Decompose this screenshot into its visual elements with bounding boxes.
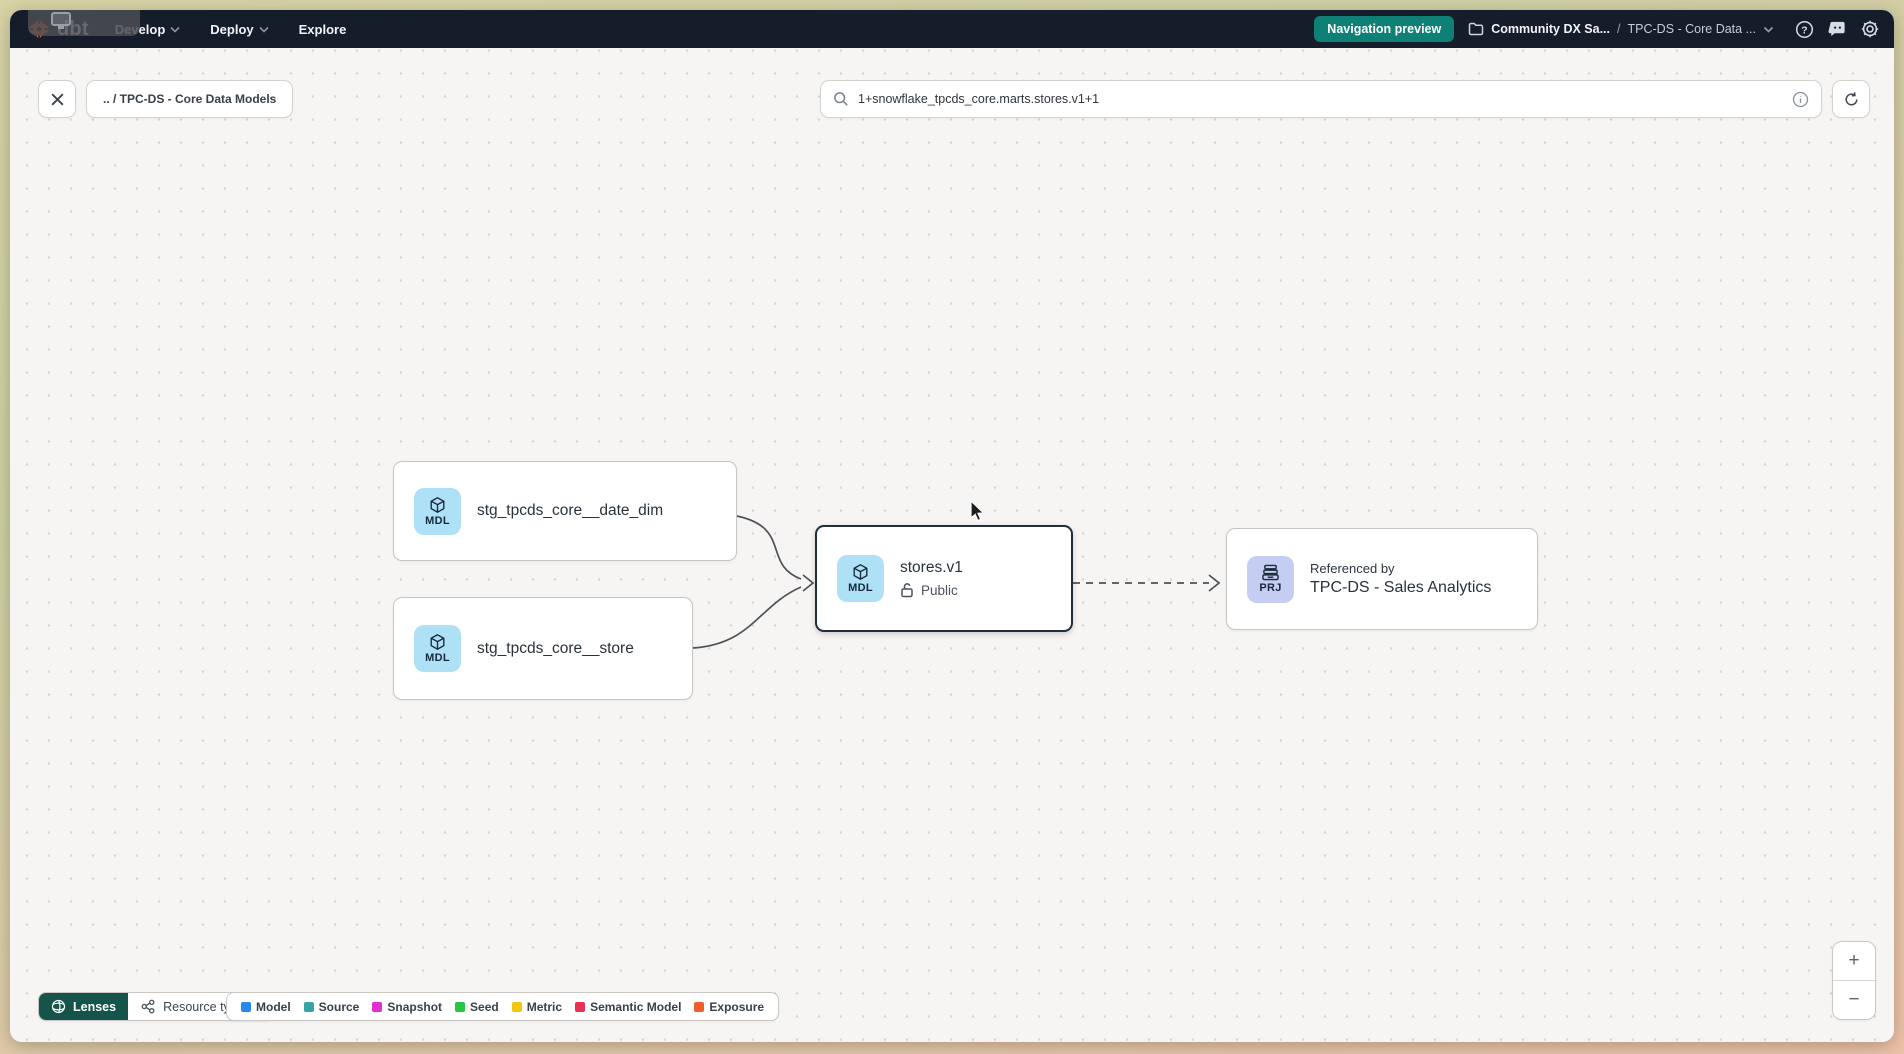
zoom-in-button[interactable]: + xyxy=(1833,942,1875,980)
legend-item-semantic-model: Semantic Model xyxy=(575,1000,681,1014)
zoom-out-button[interactable]: − xyxy=(1833,981,1875,1019)
legend-swatch xyxy=(694,1001,705,1012)
project-badge: PRJ xyxy=(1247,555,1294,603)
legend-item-exposure: Exposure xyxy=(694,1000,764,1014)
lenses-button[interactable]: Lenses xyxy=(39,993,129,1020)
legend-label: Semantic Model xyxy=(590,999,682,1014)
nav-item-deploy[interactable]: Deploy xyxy=(210,21,269,37)
app-window: dbt Develop Deploy Explore Navigation pr… xyxy=(10,10,1894,1042)
monitor-icon xyxy=(51,12,71,29)
cube-icon xyxy=(853,564,868,580)
badge-label: MDL xyxy=(425,514,450,527)
svg-text:?: ? xyxy=(1801,25,1807,36)
cube-icon xyxy=(430,634,445,650)
badge-label: PRJ xyxy=(1259,582,1282,594)
breadcrumb-page[interactable]: TPC-DS - Core Data ... xyxy=(1627,22,1757,36)
screen-capture-tab xyxy=(28,10,140,36)
lineage-scope-chip[interactable]: .. / TPC-DS - Core Data Models xyxy=(86,80,294,118)
legend-swatch xyxy=(372,1001,383,1012)
model-badge: MDL xyxy=(414,625,461,672)
chevron-down-icon[interactable] xyxy=(1763,26,1774,33)
nav-item-deploy-label: Deploy xyxy=(210,21,254,37)
access-label: Public xyxy=(921,582,958,598)
archive-stack-icon xyxy=(1262,564,1279,581)
cube-icon xyxy=(430,496,445,513)
legend-label: Exposure xyxy=(709,999,765,1014)
breadcrumb-project[interactable]: Community DX Sa... xyxy=(1491,22,1611,36)
nav-item-explore-label: Explore xyxy=(298,21,347,37)
model-badge: MDL xyxy=(837,555,884,602)
legend-swatch xyxy=(303,1001,314,1012)
chevron-down-icon xyxy=(259,26,269,33)
info-icon[interactable] xyxy=(1792,91,1809,108)
node-text-block: stores.v1 Public xyxy=(900,559,963,598)
badge-label: MDL xyxy=(848,582,873,594)
project-node-tpcds-sales-analytics[interactable]: PRJ Referenced by TPC-DS - Sales Analyti… xyxy=(1226,528,1538,630)
badge-label: MDL xyxy=(425,652,450,664)
help-icon[interactable]: ? xyxy=(1794,19,1814,39)
lens-aperture-icon xyxy=(51,999,66,1014)
node-pretitle: Referenced by xyxy=(1310,561,1395,576)
refresh-icon xyxy=(1844,91,1858,105)
resource-type-legend: Model Source Snapshot Seed Metric Semant… xyxy=(226,992,780,1021)
node-title: TPC-DS - Sales Analytics xyxy=(1310,579,1492,596)
nav-item-explore[interactable]: Explore xyxy=(299,22,347,37)
chevron-down-icon xyxy=(170,26,180,33)
zoom-controls: + − xyxy=(1832,941,1876,1020)
node-title: stores.v1 xyxy=(900,559,963,576)
navigation-preview-badge[interactable]: Navigation preview xyxy=(1314,16,1455,42)
feedback-icon[interactable] xyxy=(1827,19,1847,39)
breadcrumb: Community DX Sa... / TPC-DS - Core Data … xyxy=(1468,22,1774,36)
navbar-icon-group: ? xyxy=(1794,19,1880,39)
resource-nodes-icon xyxy=(141,999,155,1014)
selector-input[interactable] xyxy=(858,92,1783,106)
node-title: stg_tpcds_core__date_dim xyxy=(477,502,664,519)
refresh-button[interactable] xyxy=(1832,80,1870,118)
legend-swatch xyxy=(241,1001,251,1012)
breadcrumb-separator: / xyxy=(1617,22,1621,36)
folder-icon xyxy=(1468,22,1484,36)
model-badge: MDL xyxy=(414,487,461,535)
node-text-block: Referenced by TPC-DS - Sales Analytics xyxy=(1310,561,1491,597)
model-node-stg-tpcds-core-date-dim[interactable]: MDL stg_tpcds_core__date_dim xyxy=(393,461,737,561)
resource-type-label: Resource type xyxy=(163,999,244,1014)
lineage-canvas[interactable]: .. / TPC-DS - Core Data Models MDL stg_t… xyxy=(10,48,1894,1042)
model-node-stg-tpcds-core-store[interactable]: MDL stg_tpcds_core__store xyxy=(393,597,693,700)
legend-label: Snapshot xyxy=(387,999,443,1014)
node-access-row: Public xyxy=(900,582,963,598)
legend-swatch xyxy=(511,1001,522,1012)
lock-open-icon xyxy=(901,583,913,598)
legend-label: Metric xyxy=(526,999,563,1014)
legend-label: Model xyxy=(256,999,291,1014)
legend-item-metric: Metric xyxy=(511,999,563,1014)
legend-item-snapshot: Snapshot xyxy=(372,1000,442,1014)
node-title: stg_tpcds_core__store xyxy=(477,639,634,657)
search-icon xyxy=(834,92,848,106)
legend-swatch xyxy=(455,1001,466,1012)
legend-item-seed: Seed xyxy=(455,1000,499,1014)
zoom-divider xyxy=(1833,980,1875,981)
legend-label: Seed xyxy=(470,999,499,1014)
navbar-right: Navigation preview Community DX Sa... / … xyxy=(1314,16,1880,42)
legend-label: Source xyxy=(318,999,360,1014)
legend-swatch xyxy=(575,1001,586,1012)
legend-item-source: Source xyxy=(303,999,360,1014)
close-icon xyxy=(50,92,64,106)
model-node-stores-v1-selected[interactable]: MDL stores.v1 Public xyxy=(815,525,1073,632)
top-navbar: dbt Develop Deploy Explore Navigation pr… xyxy=(10,10,1894,48)
mouse-cursor xyxy=(970,500,985,522)
legend-item-model: Model xyxy=(241,1000,291,1014)
lenses-label: Lenses xyxy=(73,999,117,1014)
lineage-search xyxy=(820,80,1822,118)
close-button[interactable] xyxy=(38,80,76,118)
settings-gear-icon[interactable] xyxy=(1860,19,1880,39)
